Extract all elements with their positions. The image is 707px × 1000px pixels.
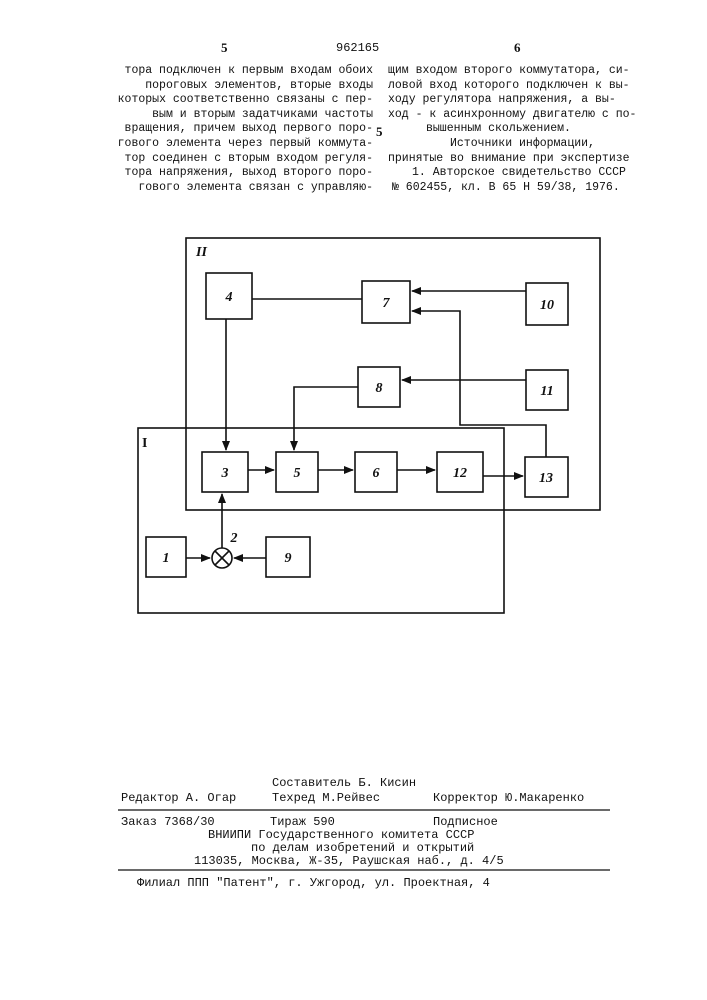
imprint-order: Заказ 7368/30: [121, 815, 215, 829]
imprint-branch: Филиал ППП "Патент", г. Ужгород, ул. Про…: [137, 876, 490, 890]
block-label-3: 9: [285, 551, 292, 566]
imprint-address: 113035, Москва, Ж-35, Раушская наб., д. …: [194, 854, 504, 868]
block-label-12: 12: [453, 466, 467, 481]
region-label-i: I: [142, 436, 147, 451]
block-label-5: 4: [225, 290, 233, 305]
imprint-org-dept: по делам изобретений и открытий: [251, 841, 474, 855]
imprint-corrector: Корректор Ю.Макаренко: [433, 791, 584, 805]
region-i-frame: [138, 428, 504, 613]
block-label-13: 13: [539, 471, 553, 486]
summator-label-2: 2: [230, 531, 238, 546]
block-label-10: 10: [540, 298, 554, 313]
imprint-compiler: Составитель Б. Кисин: [272, 776, 416, 790]
block-label-11: 11: [540, 384, 553, 399]
imprint-circulation: Тираж 590: [270, 815, 335, 829]
block-label-9: 8: [376, 381, 383, 396]
block-label-4: 3: [221, 466, 229, 481]
block-label-6: 5: [294, 466, 301, 481]
block-label-7: 6: [373, 466, 380, 481]
imprint-subscription: Подписное: [433, 815, 498, 829]
imprint-org: ВНИИПИ Государственного комитета СССР: [208, 828, 474, 842]
imprint-techred: Техред М.Рейвес: [272, 791, 380, 805]
region-label-ii: II: [195, 245, 207, 260]
imprint-editor: Редактор А. Огар: [121, 791, 236, 805]
block-label-8: 7: [383, 296, 391, 311]
block-label-1: 1: [163, 551, 170, 566]
